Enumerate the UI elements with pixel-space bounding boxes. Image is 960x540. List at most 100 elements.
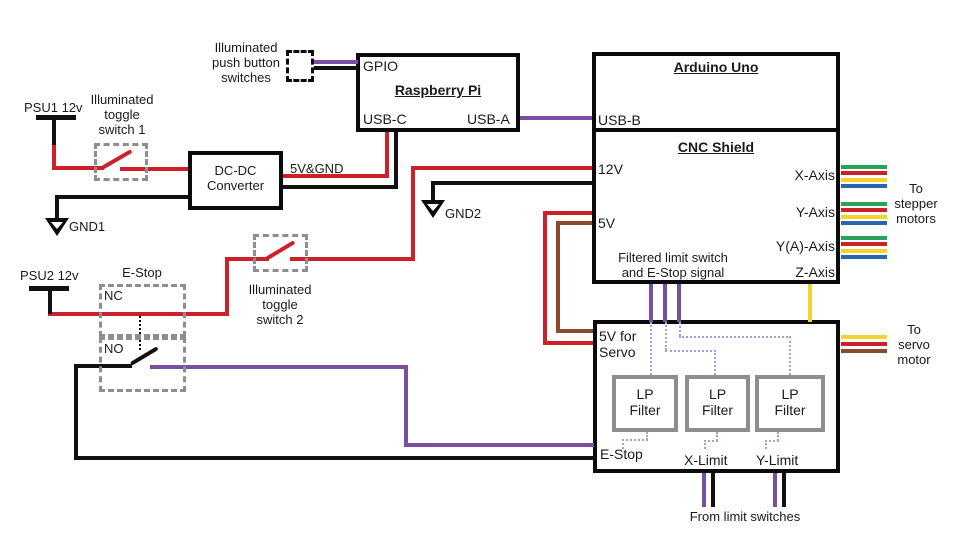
wire-12v-v <box>411 166 415 261</box>
wire-no-to-filter <box>74 456 595 460</box>
wire-gnd1-h <box>55 195 188 199</box>
wire-estop-signal-v <box>404 365 408 447</box>
wire-5v-loop <box>543 211 547 345</box>
estop-switch-label: E-Stop <box>122 265 162 280</box>
wire-toggle1-to-dcdc <box>120 167 188 171</box>
wire-brown-top <box>556 221 592 225</box>
lp-filter-3-box <box>755 375 825 432</box>
wire-zaxis-servo <box>808 284 812 322</box>
dcdc-label: DC-DC Converter <box>206 163 265 193</box>
estop-mech-link <box>139 316 141 350</box>
dotted-lp1-out-h <box>622 439 648 441</box>
wire-xaxis-green <box>841 165 887 169</box>
dotted-signal2-h <box>665 350 716 352</box>
dotted-lp3-out-h <box>765 440 779 442</box>
wire-toggle2-out <box>290 257 415 261</box>
wire-yaxis-blue <box>841 221 887 225</box>
wire-xaxis-red <box>841 171 887 175</box>
ya-axis-label: Y(A)-Axis <box>775 238 835 254</box>
wire-5v-top <box>543 211 592 215</box>
wire-psu2-stub <box>48 289 52 314</box>
wire-filtered-signal-2 <box>663 284 667 322</box>
wire-psu2-nc <box>48 312 228 316</box>
dotted-signal3-v <box>679 322 681 336</box>
wire-psu1-drop <box>52 143 56 170</box>
z-axis-label: Z-Axis <box>795 264 835 280</box>
wire-xaxis-yellow <box>841 178 887 182</box>
wire-ylimit-black <box>782 473 786 507</box>
wire-yaaxis-blue <box>841 255 887 259</box>
wire-usba-usbb <box>520 116 592 120</box>
psu1-label: PSU1 12v <box>24 100 83 115</box>
gpio-label: GPIO <box>363 58 399 74</box>
push-button-switch-box <box>286 50 314 82</box>
x-axis-label: X-Axis <box>794 167 835 183</box>
gnd1-symbol <box>45 218 69 236</box>
wire-no-in <box>74 364 132 368</box>
5v-servo-label: 5V for Servo <box>599 328 637 360</box>
wire-toggle2-riser <box>225 257 229 316</box>
wire-yaaxis-red <box>841 242 887 246</box>
gnd2-label: GND2 <box>445 206 482 221</box>
psu2-terminal-bar <box>29 286 69 291</box>
dotted-signal2-v <box>665 322 667 350</box>
toggle1-label: Illuminated toggle switch 1 <box>90 92 154 137</box>
wire-yaxis-red <box>841 208 887 212</box>
cnc-shield-title: CNC Shield <box>677 139 755 155</box>
wire-toggle2-in <box>227 257 269 261</box>
estop-nc-box <box>99 284 186 337</box>
psu1-terminal-bar <box>36 115 76 120</box>
wire-xlimit-black <box>711 473 715 507</box>
v5gnd-label: 5V&GND <box>290 161 344 176</box>
wire-dcdc-gnd-to-usbc <box>394 132 398 188</box>
toggle-switch-2-box <box>253 234 308 272</box>
arduino-cnc-box <box>592 52 840 284</box>
wire-12v-h <box>411 166 592 170</box>
wire-dcdc-gnd-h <box>283 185 398 189</box>
toggle-switch-1-box <box>94 143 148 181</box>
from-limit-label: From limit switches <box>689 509 801 524</box>
usb-c-label: USB-C <box>363 111 407 127</box>
dotted-lp3-out-v <box>777 432 779 441</box>
dotted-signal3-to-lp3 <box>789 336 791 375</box>
gnd2-symbol <box>421 200 445 218</box>
wire-5v-servo-in <box>543 341 593 345</box>
12v-label: 12V <box>598 161 623 177</box>
lp-filter-2-box <box>685 375 750 432</box>
estop-port-label: E-Stop <box>600 446 643 462</box>
wire-gnd2-v <box>431 181 435 202</box>
lp-filter-2-label: LP Filter <box>701 386 734 418</box>
wire-yaaxis-yellow <box>841 249 887 253</box>
to-steppers-label: To stepper motors <box>894 181 938 226</box>
wire-xlimit-purple <box>702 473 706 507</box>
arduino-title: Arduino Uno <box>673 59 759 75</box>
filtered-signal-note: Filtered limit switch and E-Stop signal <box>618 250 728 280</box>
5v-label: 5V <box>598 215 616 231</box>
psu2-label: PSU2 12v <box>20 268 79 283</box>
dotted-lp2-out-h <box>704 440 718 442</box>
push-buttons-label: Illuminated push button switches <box>212 40 280 85</box>
gnd1-label: GND1 <box>69 219 106 234</box>
arduino-cnc-divider <box>594 128 838 132</box>
lp-filter-3-label: LP Filter <box>774 386 806 418</box>
lp-filter-1-box <box>612 375 678 432</box>
dotted-signal1-to-lp1 <box>650 322 652 375</box>
wire-psu1-stub <box>52 118 56 145</box>
raspberry-pi-box <box>356 53 520 132</box>
nc-label: NC <box>104 288 123 303</box>
wire-filtered-signal-1 <box>649 284 653 322</box>
no-label: NO <box>104 341 124 356</box>
wire-xaxis-blue <box>841 184 887 188</box>
usb-a-label: USB-A <box>467 111 510 127</box>
dcdc-converter-box <box>188 151 283 210</box>
wire-dcdc-5v-h <box>283 174 389 178</box>
to-servo-label: To servo motor <box>897 322 931 367</box>
wire-no-drop <box>74 364 78 459</box>
wire-estop-signal-h1 <box>150 365 407 369</box>
dotted-lp1-out-v <box>646 432 648 440</box>
dotted-lp1-to-estop <box>622 439 624 449</box>
wire-ylimit-purple <box>773 473 777 507</box>
wire-pushbtn-gpio <box>314 60 358 64</box>
dotted-lp2-out-v <box>716 432 718 441</box>
